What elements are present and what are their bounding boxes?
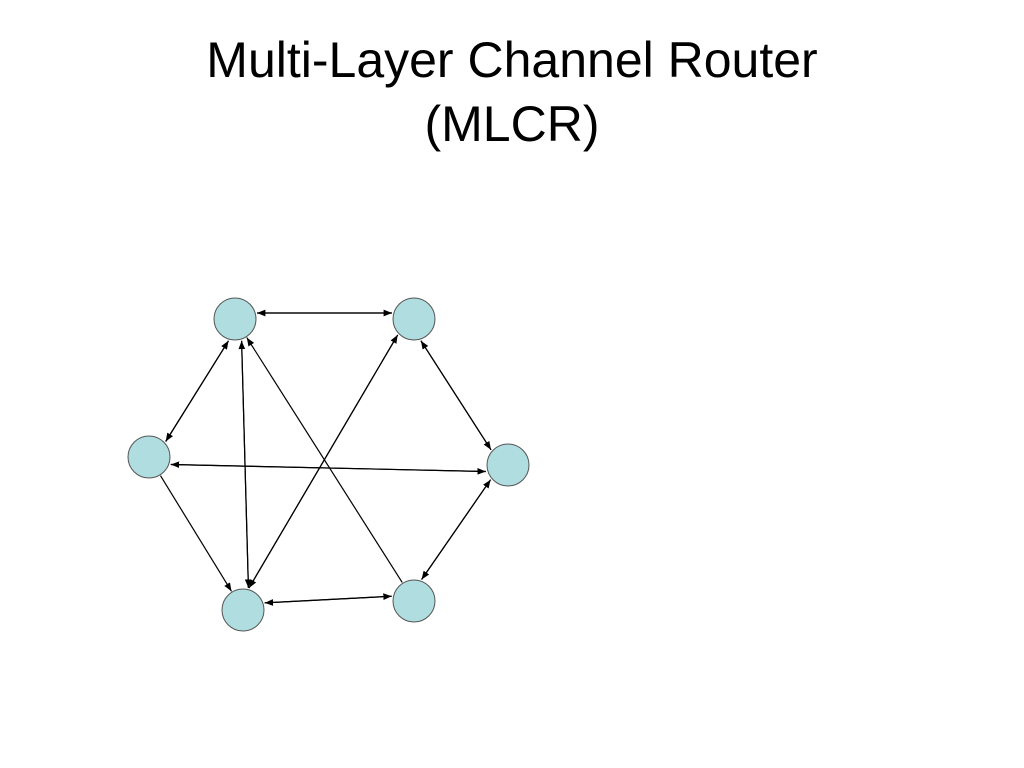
edge-middle-left-to-top-left [165,340,230,442]
edges-layer [159,309,492,606]
edge-middle-left-to-bottom-left [159,475,233,592]
node-bottom-left [221,588,265,632]
node-middle-left [127,435,171,479]
edge-top-right-to-middle-right [420,340,492,451]
node-bottom-right [392,579,436,623]
edge-middle-right-to-bottom-right [421,479,492,580]
node-top-left [213,297,257,341]
node-middle-right [486,443,530,487]
edge-top-right-to-bottom-left [248,334,399,589]
title-line-2: (MLCR) [424,96,600,152]
node-top-right [392,297,436,341]
edge-bottom-right-to-bottom-left [264,595,392,606]
slide-title: Multi-Layer Channel Router (MLCR) [0,28,1024,156]
nodes-layer [127,297,530,632]
edge-bottom-left-to-top-left [238,340,249,588]
edge-middle-left-to-middle-right [170,463,486,475]
title-line-1: Multi-Layer Channel Router [206,32,818,88]
